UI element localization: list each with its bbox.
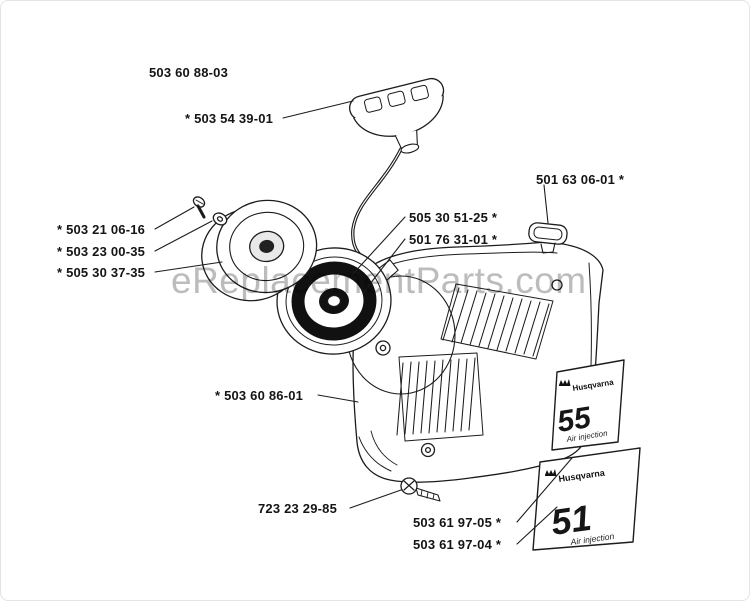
part-label-723-23-29-85: 723 23 29-85 — [258, 501, 338, 516]
part-label-505-30-51-25: 505 30 51-25 * — [409, 210, 498, 225]
starter-cap — [528, 222, 568, 254]
part-label-503-61-97-05: 503 61 97-05 * — [413, 515, 502, 530]
recoil-spring-coil — [291, 261, 377, 341]
leader-lines — [154, 100, 573, 545]
starter-rope — [351, 147, 403, 265]
starter-pulley — [201, 199, 318, 302]
part-label-503-61-97-04: 503 61 97-04 * — [413, 537, 502, 552]
part-label-501-76-31-01: 501 76 31-01 * — [409, 232, 498, 247]
decal-55: Husqvarna 55 Air injection — [551, 359, 625, 451]
starter-handle — [349, 77, 445, 154]
part-label-503-54-39-01: * 503 54 39-01 — [185, 111, 274, 126]
husqvarna-logo-icon — [545, 469, 557, 476]
husqvarna-logo-icon — [559, 379, 571, 386]
pulley-washer — [212, 212, 228, 226]
decal-51-model: 51 — [548, 497, 593, 543]
lower-vent-outline — [398, 352, 484, 442]
housing-screw — [400, 477, 441, 502]
lower-vent-slots — [396, 357, 476, 436]
part-label-501-63-06-01: 501 63 06-01 * — [536, 172, 625, 187]
part-label-503-60-86-01: * 503 60 86-01 — [215, 388, 304, 403]
part-label-503-23-00-35: * 503 23 00-35 — [57, 244, 146, 259]
upper-vent-outline — [440, 283, 554, 360]
part-label-503-60-88-03: 503 60 88-03 — [149, 65, 229, 80]
part-label-503-21-06-16: * 503 21 06-16 — [57, 222, 146, 237]
decal-55-model: 55 — [555, 401, 594, 439]
decal-51: Husqvarna 51 Air injection — [532, 447, 641, 551]
part-label-505-30-37-35: * 505 30 37-35 — [57, 265, 146, 280]
pulley-screw — [192, 196, 206, 219]
upper-vent-slots — [442, 287, 550, 357]
